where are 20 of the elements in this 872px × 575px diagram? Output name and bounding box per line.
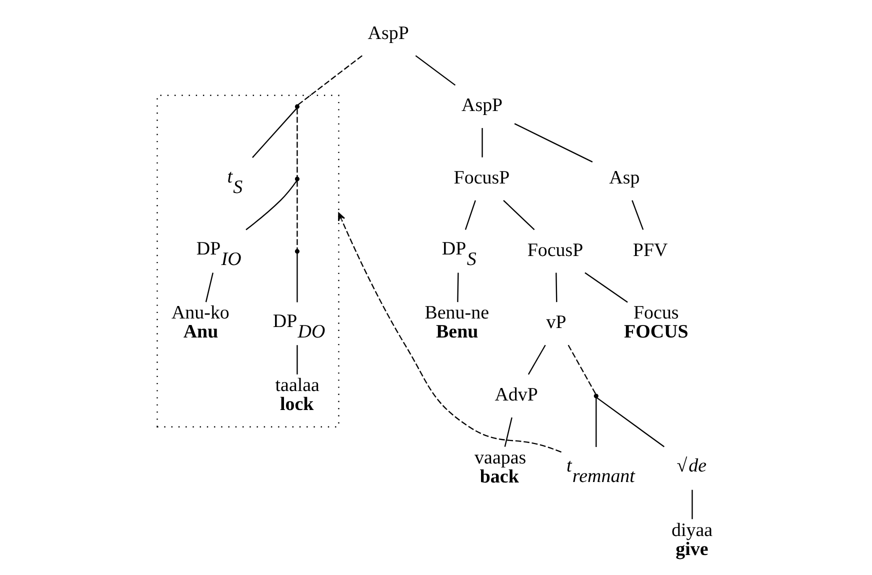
node-label: back <box>480 466 519 488</box>
node-label: Benu <box>436 322 478 343</box>
node-label: lock <box>280 394 314 416</box>
node-text: Benu-ne <box>424 302 489 324</box>
node-text: PFV <box>632 240 668 261</box>
node-text: Asp <box>609 167 640 188</box>
node-text: Anu-ko <box>171 302 230 324</box>
node-text: AdvP <box>494 384 538 406</box>
node-text: taalaa <box>275 375 320 396</box>
node-label: Anu <box>183 322 218 343</box>
node-text: FocusP <box>454 167 510 188</box>
node-text: vP <box>546 312 566 334</box>
node-text: AspP <box>368 22 409 44</box>
node-text: vaapas <box>474 447 526 468</box>
node-text: diyaa <box>671 520 713 541</box>
node-text: Focus <box>634 302 679 324</box>
node-text: AspP <box>462 95 503 116</box>
node-text: FocusP <box>527 240 584 261</box>
node-text: √de <box>676 456 707 477</box>
node-label: FOCUS <box>624 322 688 343</box>
